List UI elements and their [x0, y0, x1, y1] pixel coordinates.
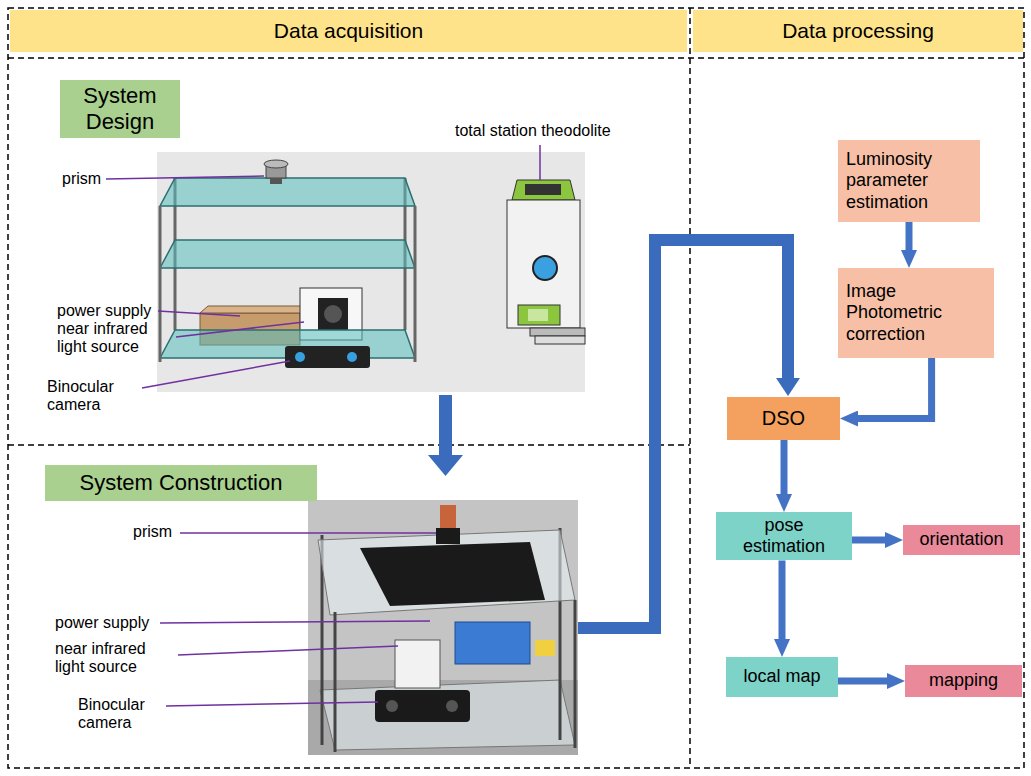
- part-label: Binocular camera: [78, 696, 160, 733]
- part-label: prism: [62, 170, 101, 188]
- flow-arrow: [779, 560, 786, 647]
- header-band: Data acquisition: [10, 10, 687, 52]
- flow-arrow: [906, 222, 913, 258]
- node-text: Data processing: [782, 19, 934, 44]
- flow-arrow: [852, 537, 893, 544]
- node-text: Image Photometric correction: [846, 281, 986, 345]
- process-box: Image Photometric correction: [838, 268, 994, 358]
- part-label: Binocular camera: [47, 378, 129, 415]
- output-box: mapping: [905, 665, 1022, 697]
- node-text: mapping: [929, 670, 998, 691]
- part-label: power supply: [55, 614, 149, 632]
- process-box: Luminosity parameter estimation: [838, 140, 980, 222]
- node-text: local map: [743, 666, 820, 687]
- flow-arrow-big: [428, 395, 463, 476]
- dashed-frame: [8, 8, 1024, 768]
- node-text: orientation: [919, 529, 1003, 550]
- node-text: System Design: [68, 83, 172, 135]
- header-band: Data processing: [693, 10, 1023, 52]
- flow-arrow: [781, 440, 788, 502]
- process-box: DSO: [727, 397, 840, 440]
- leader-line: [160, 533, 436, 706]
- process-box: pose estimation: [716, 512, 852, 560]
- node-text: System Construction: [80, 470, 283, 496]
- leader-line: [106, 145, 540, 388]
- node-text: DSO: [762, 407, 805, 431]
- part-label: prism: [133, 523, 172, 541]
- construction-photo: [308, 500, 578, 755]
- node-text: Luminosity parameter estimation: [846, 149, 972, 213]
- node-text: Data acquisition: [274, 19, 423, 44]
- part-label: near infrared light source: [57, 320, 172, 357]
- section-label: System Construction: [45, 465, 317, 501]
- flow-arrow: [838, 678, 895, 685]
- part-label: near infrared light source: [55, 640, 173, 677]
- design-render: [157, 152, 585, 392]
- output-box: orientation: [903, 525, 1020, 555]
- part-label: total station theodolite: [455, 122, 611, 140]
- part-label: power supply: [57, 302, 151, 320]
- process-box: local map: [726, 657, 838, 697]
- flow-arrow: [850, 358, 932, 419]
- section-label: System Design: [60, 80, 180, 138]
- node-text: pose estimation: [724, 515, 844, 557]
